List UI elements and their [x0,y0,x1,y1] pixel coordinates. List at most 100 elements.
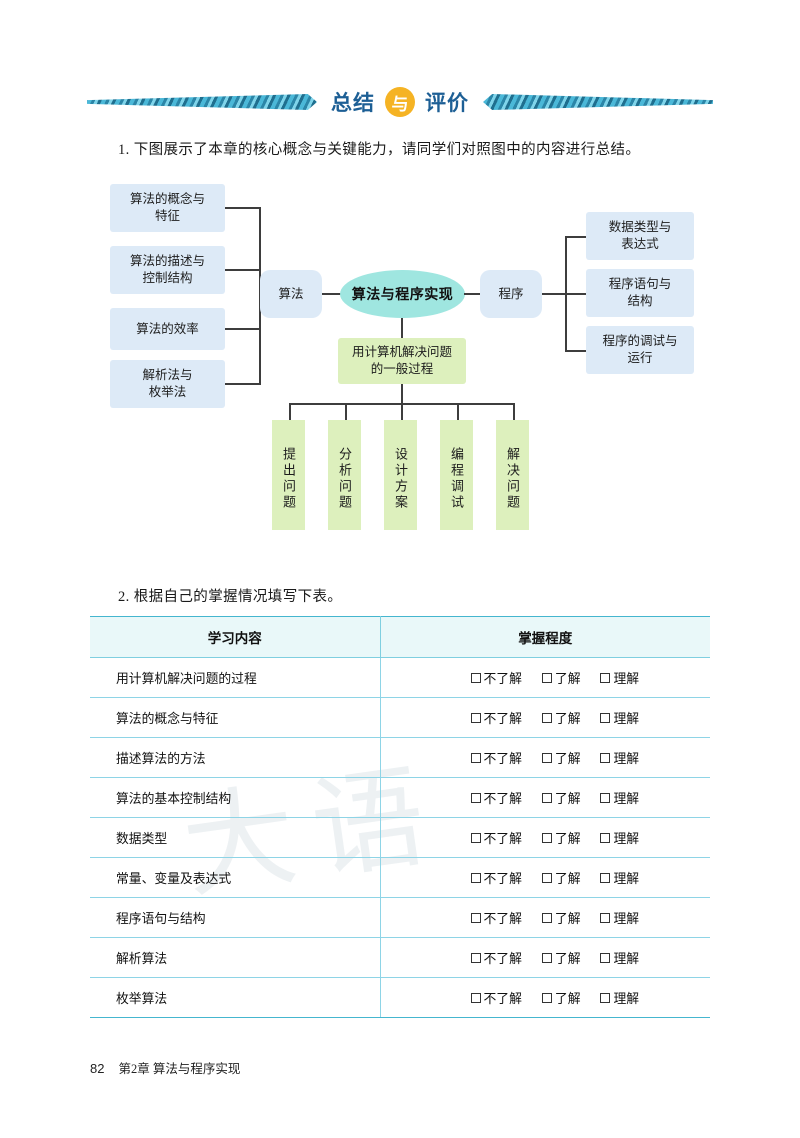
question-1-text: 1. 下图展示了本章的核心概念与关键能力，请同学们对照图中的内容进行总结。 [118,142,641,158]
checkbox-icon[interactable] [541,872,552,883]
mastery-option-0[interactable]: 不了解 [470,948,522,967]
checkbox-icon[interactable] [541,952,552,963]
row-mastery-cell: 不了解了解 理解 [380,937,710,978]
mastery-option-label: 理解 [613,672,640,686]
connector-right-stub-1 [565,293,587,295]
mastery-option-0[interactable]: 不了解 [470,988,522,1007]
step-label: 解决问题 [505,447,520,511]
table-row: 描述算法的方法不了解了解理解 [90,737,710,778]
mastery-option-2[interactable]: 理解 [600,748,639,767]
mastery-option-0[interactable]: 不了解 [470,828,522,847]
row-mastery-cell: 不了解了解 理解 [380,817,710,858]
checkbox-icon[interactable] [470,832,481,843]
checkbox-icon[interactable] [600,912,611,923]
connector-left-stub-2 [225,328,260,330]
diagram-center-node: 算法与程序实现 [340,270,465,318]
mastery-option-label: 理解 [613,712,640,726]
checkbox-icon[interactable] [600,952,611,963]
checkbox-icon[interactable] [470,952,481,963]
table-row: 算法的基本控制结构不了解了解理解 [90,777,710,818]
mastery-option-1[interactable]: 了解 [541,708,580,727]
connector-step-drop-1 [345,403,347,421]
table-row: 解析算法不了解了解理解 [90,937,710,978]
mastery-option-label: 理解 [613,752,640,766]
checkbox-icon[interactable] [600,992,611,1003]
checkbox-icon[interactable] [541,832,552,843]
checkbox-icon[interactable] [470,672,481,683]
checkbox-icon[interactable] [600,792,611,803]
mastery-option-label: 不了解 [483,752,522,766]
checkbox-icon[interactable] [600,872,611,883]
mastery-option-1[interactable]: 了解 [541,868,581,887]
checkbox-icon[interactable] [600,672,611,683]
checkbox-icon[interactable] [541,912,552,923]
table-header-mastery: 掌握程度 [380,616,710,658]
node-label: 程序语句与 结构 [608,277,672,308]
diagram-node-left-2: 算法的效率 [110,308,225,350]
row-topic-cell: 用计算机解决问题的过程 [90,657,381,698]
mastery-options: 不了解 了解 理解 [381,668,711,687]
step-label: 提出问题 [281,447,296,511]
checkbox-icon[interactable] [470,792,481,803]
checkbox-icon[interactable] [541,792,552,803]
connector-left-stub-0 [225,207,260,209]
mastery-option-0[interactable]: 不了解 [470,748,522,767]
checkbox-icon[interactable] [541,672,552,683]
mastery-option-1[interactable]: 了解 [541,668,581,687]
table-header-content: 学习内容 [90,616,381,658]
page-number: 82 [90,1061,105,1076]
checkbox-icon[interactable] [541,752,552,763]
connector-right-stub-2 [565,350,587,352]
checkbox-icon[interactable] [470,912,481,923]
mastery-option-1[interactable]: 了解 [541,828,580,847]
connector-center-down [401,318,403,340]
diagram-node-right-0: 数据类型与 表达式 [586,212,694,260]
checkbox-icon[interactable] [541,992,552,1003]
row-topic-cell: 常量、变量及表达式 [90,857,381,898]
checkbox-icon[interactable] [470,872,481,883]
row-mastery-cell: 不了解了解 理解 [380,977,710,1018]
mastery-option-0[interactable]: 不了解 [470,868,522,887]
row-mastery-cell: 不了解 了解 理解 [380,657,711,698]
mastery-option-2[interactable]: 理解 [600,788,639,807]
mastery-option-label: 了解 [554,872,581,886]
mastery-option-2[interactable]: 理解 [600,868,639,887]
mastery-option-0[interactable]: 不了解 [470,668,522,687]
mastery-option-1[interactable]: 了解 [541,788,580,807]
mastery-option-1[interactable]: 了解 [541,988,580,1007]
mastery-option-2[interactable]: 理解 [600,708,639,727]
checkbox-icon[interactable] [541,712,552,723]
node-label: 用计算机解决问题 的一般过程 [351,344,452,377]
checkbox-icon[interactable] [600,832,611,843]
mastery-option-0[interactable]: 不了解 [470,908,522,927]
mastery-option-label: 理解 [613,872,640,886]
row-topic-cell: 枚举算法 [90,977,381,1018]
checkbox-icon[interactable] [470,992,481,1003]
checkbox-icon[interactable] [470,752,481,763]
row-mastery-cell: 不了解了解 理解 [380,897,710,938]
mastery-option-label: 不了解 [483,792,522,806]
mastery-option-1[interactable]: 了解 [541,908,580,927]
mastery-option-2[interactable]: 理解 [600,948,639,967]
mastery-option-2[interactable]: 理解 [600,828,639,847]
checkbox-icon[interactable] [470,712,481,723]
question-2-text: 2. 根据自己的掌握情况填写下表。 [118,589,343,605]
concept-map-diagram: 算法的概念与 特征 算法的描述与 控制结构 算法的效率 解析法与 枚举法 算法 … [0,170,800,560]
checkbox-icon[interactable] [600,752,611,763]
table-row: 用计算机解决问题的过程 不了解 了解 理解 [90,657,711,698]
mastery-option-label: 不了解 [483,872,522,886]
diagram-step-1: 分析问题 [328,420,361,530]
mastery-option-0[interactable]: 不了解 [470,708,522,727]
mastery-option-1[interactable]: 了解 [541,948,580,967]
connector-step-drop-3 [457,403,459,421]
mastery-option-0[interactable]: 不了解 [470,788,522,807]
connector-left-stub-1 [225,269,260,271]
mastery-option-2[interactable]: 理解 [600,988,639,1007]
checkbox-icon[interactable] [600,712,611,723]
mastery-option-2[interactable]: 理解 [600,908,639,927]
node-label: 算法的描述与 控制结构 [129,254,205,285]
mastery-option-2[interactable]: 理解 [600,668,639,687]
mastery-option-1[interactable]: 了解 [541,748,580,767]
connector-hub-to-center [322,293,342,295]
mastery-option-label: 了解 [554,672,581,686]
